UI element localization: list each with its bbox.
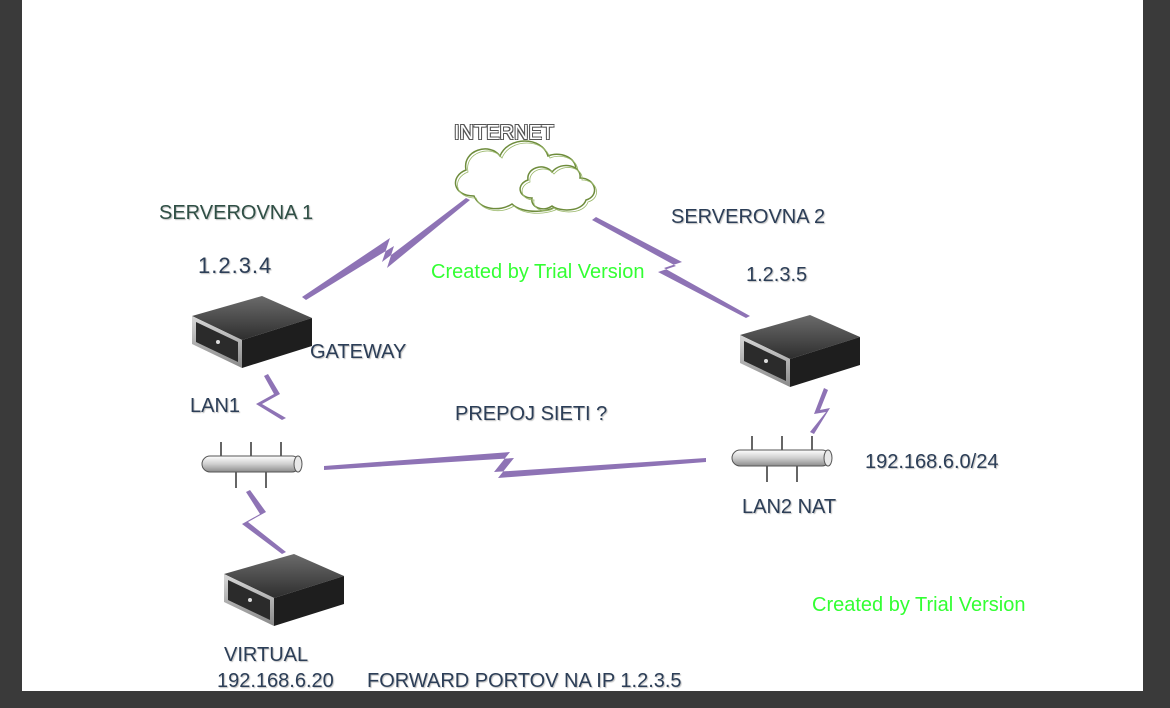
site1-title: SERVEROVNA 1 [159,202,314,224]
lan1-label: LAN1 [190,395,241,417]
site1-ip: 1.2.3.4 [198,253,273,278]
lan2-label: LAN2 NAT [742,496,837,518]
network-diagram-svg [192,140,860,626]
internet-label: INTERNET [454,122,554,144]
link-lan1-virtual [242,490,286,554]
link-lan1-lan2 [324,452,706,478]
cloud-icon [454,140,597,214]
lan2-bus-icon [731,436,833,482]
server-site2-icon [740,315,860,387]
server-gateway-icon [192,296,312,368]
watermark-2: Created by Trial Version [812,594,1026,616]
virtual-note: FORWARD PORTOV NA IP 1.2.3.5 [367,670,682,691]
link-gateway-lan1 [256,374,286,420]
virtual-label: VIRTUAL [224,644,309,666]
diagram-canvas: INTERNET SERVEROVNA 1 1.2.3.4 GATEWAY LA… [22,0,1143,691]
lan2-subnet: 192.168.6.0/24 [865,451,999,473]
site2-title: SERVEROVNA 2 [671,206,826,228]
gateway-label: GATEWAY [310,341,407,363]
virtual-ip: 192.168.6.20 [217,670,334,691]
server-virtual-icon [224,554,344,626]
link-lan2-server2 [810,388,830,434]
link-internet-site1 [302,198,470,300]
link-internet-site2 [592,217,750,318]
site2-ip: 1.2.3.5 [746,264,808,286]
link-label: PREPOJ SIETI ? [455,403,608,425]
watermark-1: Created by Trial Version [431,261,645,283]
lan1-bus-icon [201,442,303,488]
